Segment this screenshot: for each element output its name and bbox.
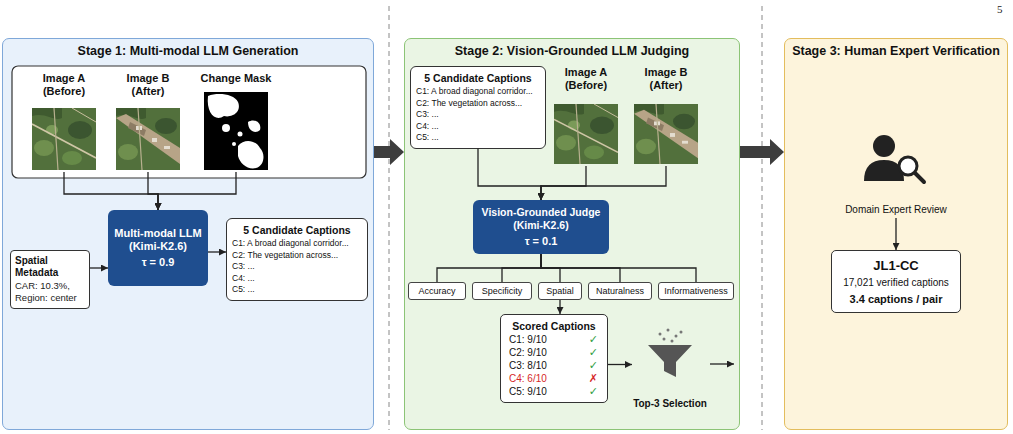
heading-text: Multi-modal LLM (Kimi-K2.6) bbox=[112, 227, 204, 253]
branch-line bbox=[502, 254, 541, 282]
magnifier-lens bbox=[899, 157, 917, 175]
heading-text: Image A (Before) bbox=[550, 66, 622, 92]
input-frame bbox=[12, 66, 366, 178]
heading-text: Informativeness bbox=[662, 285, 730, 297]
heading-text: Stage 2: Vision-Grounded LLM Judging bbox=[405, 39, 739, 59]
particle bbox=[680, 331, 683, 334]
check-mark: ✓ bbox=[589, 385, 598, 398]
heading-text: Scored Captions bbox=[509, 319, 599, 333]
body-text: 17,021 verified captions bbox=[837, 276, 955, 290]
check-mark: ✓ bbox=[589, 333, 598, 346]
particle bbox=[671, 340, 674, 343]
check-mark: ✓ bbox=[589, 359, 598, 372]
body-text: C2: 9/10 bbox=[509, 346, 599, 359]
caption-list: 5 Candidate CaptionsC1: A broad diagonal… bbox=[226, 218, 368, 301]
connector-arrow bbox=[478, 149, 541, 201]
expert-icon bbox=[864, 135, 924, 182]
connector-arrow bbox=[541, 166, 586, 200]
connector-arrow bbox=[559, 300, 560, 314]
output-arrow bbox=[710, 363, 734, 364]
body-text: C1: 9/10 bbox=[509, 333, 599, 346]
heading-text: Image B (After) bbox=[630, 66, 702, 92]
particle bbox=[659, 333, 662, 336]
stage-panel: Stage 2: Vision-Grounded LLM Judging 5 Ca… bbox=[404, 38, 740, 430]
judge-box: Vision-Grounded Judge (Kimi-K2.6) τ = 0.1 bbox=[473, 200, 609, 254]
satellite-image bbox=[32, 108, 96, 170]
stage-arrow bbox=[374, 139, 404, 165]
connector-arrow bbox=[608, 364, 632, 365]
heading-text: Stage 1: Multi-modal LLM Generation bbox=[3, 39, 373, 59]
heading-text: Top-3 Selection bbox=[632, 398, 708, 410]
person-head bbox=[873, 135, 895, 157]
page-number: 5 bbox=[997, 3, 1003, 16]
body-text: C2: The vegetation across... bbox=[416, 98, 540, 110]
body-text: C2: The vegetation across... bbox=[232, 250, 362, 262]
heading-text: Stage 3: Human Expert Verification bbox=[785, 39, 1007, 59]
connectors bbox=[64, 139, 896, 365]
satellite-image bbox=[116, 108, 180, 170]
heading-text: Spatial Metadata bbox=[15, 255, 85, 279]
body-text: CAR: 10.3%, Region: center bbox=[15, 280, 85, 304]
change-mask-image bbox=[204, 92, 268, 170]
satellite-image bbox=[554, 104, 618, 164]
branch-line bbox=[437, 254, 541, 282]
body-text: τ = 0.9 bbox=[112, 256, 204, 269]
criterion-box: Naturalness bbox=[588, 282, 652, 300]
body-text: C4: ... bbox=[232, 273, 362, 285]
connector-arrow bbox=[90, 267, 108, 268]
magnifier-handle bbox=[915, 173, 924, 182]
body-text: C1: A broad diagonal corridor... bbox=[232, 238, 362, 250]
body-text: C4: 6/10 bbox=[509, 372, 599, 385]
heading-text: Image A (Before) bbox=[28, 72, 100, 98]
llm-box: Multi-modal LLM (Kimi-K2.6) τ = 0.9 bbox=[108, 210, 208, 286]
particle bbox=[667, 329, 670, 332]
heading-text: 5 Candidate Captions bbox=[416, 71, 540, 85]
body-text: τ = 0.1 bbox=[477, 235, 605, 248]
stage-divider bbox=[389, 6, 390, 430]
body-text: C3: ... bbox=[232, 261, 362, 273]
stage-arrow bbox=[740, 139, 784, 165]
body-text: 3.4 captions / pair bbox=[837, 292, 955, 306]
heading-text: 5 Candidate Captions bbox=[232, 223, 362, 237]
check-mark: ✓ bbox=[589, 346, 598, 359]
heading-text: Change Mask bbox=[194, 72, 278, 85]
dataset-box: JL1-CC 17,021 verified captions 3.4 captio… bbox=[831, 250, 961, 313]
heading-text: Vision-Grounded Judge (Kimi-K2.6) bbox=[477, 206, 605, 232]
body-text: C3: 8/10 bbox=[509, 359, 599, 372]
body-text: C5: 9/10 bbox=[509, 385, 599, 398]
criterion-box: Accuracy bbox=[408, 282, 466, 300]
body-text: C5: ... bbox=[232, 284, 362, 296]
branch-line bbox=[541, 254, 696, 282]
body-text: C1: A broad diagonal corridor... bbox=[416, 86, 540, 98]
heading-text: Domain Expert Review bbox=[836, 204, 956, 216]
connector-arrow bbox=[148, 172, 158, 210]
heading-text: Naturalness bbox=[592, 285, 648, 297]
heading-text: Image B (After) bbox=[112, 72, 184, 98]
connector-arrow bbox=[541, 166, 666, 200]
cross-mark: ✗ bbox=[589, 372, 598, 385]
criterion-box: Spatial bbox=[538, 282, 582, 300]
heading-text: Spatial bbox=[542, 285, 578, 297]
connector-arrow bbox=[158, 172, 236, 210]
connector-arrow bbox=[895, 218, 896, 250]
stage-divider bbox=[762, 6, 763, 430]
connector-arrow bbox=[64, 172, 158, 210]
particle bbox=[675, 335, 678, 338]
connector-arrow bbox=[208, 251, 226, 252]
caption-list: 5 Candidate CaptionsC1: A broad diagonal… bbox=[410, 66, 546, 149]
heading-text: JL1-CC bbox=[837, 257, 955, 274]
metadata-box: Spatial MetadataCAR: 10.3%, Region: cent… bbox=[10, 250, 90, 309]
criterion-box: Informativeness bbox=[658, 282, 734, 300]
heading-text: Accuracy bbox=[412, 285, 462, 297]
criterion-box: Specificity bbox=[472, 282, 532, 300]
funnel bbox=[648, 345, 692, 377]
satellite-image bbox=[634, 104, 698, 164]
heading-text: Specificity bbox=[476, 285, 528, 297]
body-text: C4: ... bbox=[416, 121, 540, 133]
body-text: C3: ... bbox=[416, 109, 540, 121]
particle bbox=[663, 338, 666, 341]
body-text: C5: ... bbox=[416, 132, 540, 144]
funnel-icon bbox=[648, 329, 692, 378]
